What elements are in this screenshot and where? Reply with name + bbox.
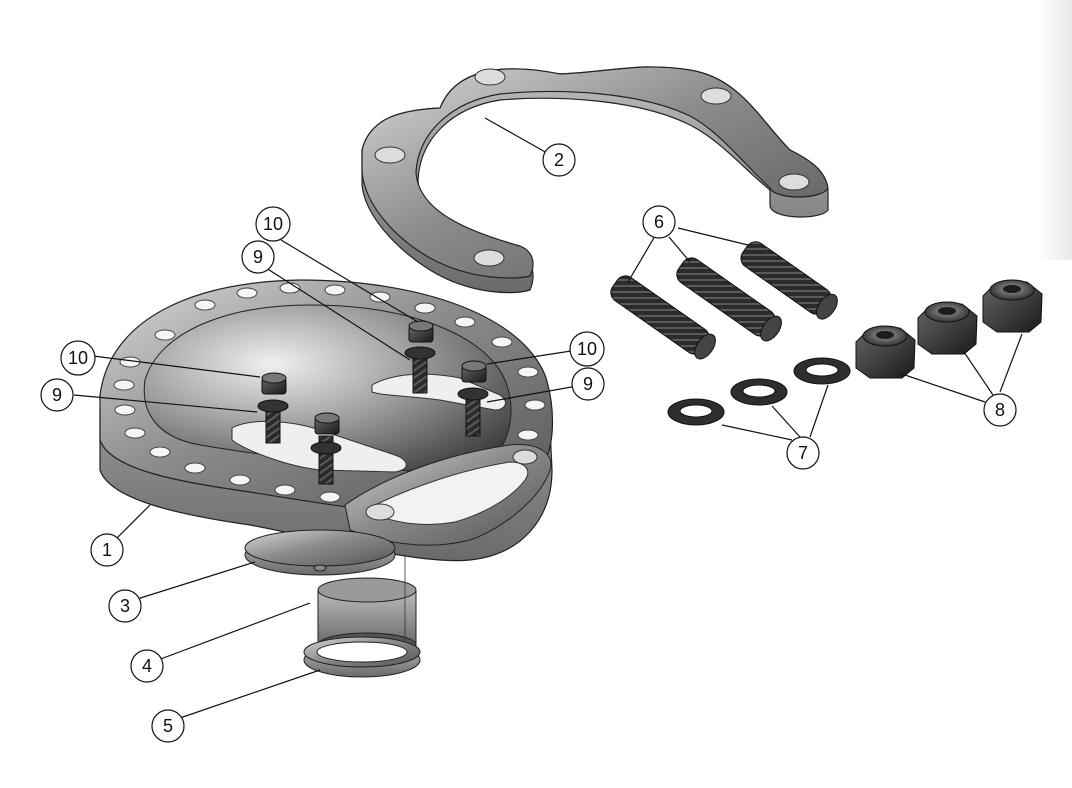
- svg-text:6: 6: [654, 212, 664, 232]
- balloon-9-left: 9: [40, 378, 74, 412]
- balloon-5: 5: [151, 709, 185, 743]
- svg-text:3: 3: [120, 596, 130, 616]
- svg-text:1: 1: [102, 540, 112, 560]
- svg-text:10: 10: [577, 339, 597, 359]
- balloon-3: 3: [108, 589, 142, 623]
- balloon-9-top: 9: [241, 240, 275, 274]
- svg-text:10: 10: [263, 214, 283, 234]
- part-6-threaded-studs: [610, 241, 838, 360]
- part-1-steering-hub-plate: [99, 279, 554, 562]
- part-8-lock-nuts: [855, 279, 1043, 379]
- balloon-1: 1: [90, 533, 124, 567]
- part-9-washers: [257, 346, 489, 455]
- part-10-cap-screws: [261, 320, 487, 485]
- svg-text:8: 8: [995, 400, 1005, 420]
- svg-text:9: 9: [583, 374, 593, 394]
- balloon-4: 4: [130, 649, 164, 683]
- svg-text:10: 10: [68, 348, 88, 368]
- svg-text:7: 7: [798, 443, 808, 463]
- svg-text:5: 5: [163, 716, 173, 736]
- balloon-2: 2: [542, 143, 576, 177]
- balloon-10-left: 10: [60, 340, 96, 376]
- leader-lines: [73, 117, 1023, 719]
- svg-text:9: 9: [52, 385, 62, 405]
- balloon-10-right: 10: [569, 331, 605, 367]
- part-5-spacer-ring: [303, 636, 421, 678]
- window-edge-shadow: [1038, 0, 1072, 260]
- screw-a: [261, 372, 287, 444]
- svg-text:2: 2: [554, 150, 564, 170]
- balloon-9-right: 9: [571, 367, 605, 401]
- balloon-8: 8: [983, 393, 1017, 427]
- screw-b: [408, 320, 434, 394]
- svg-text:4: 4: [142, 656, 152, 676]
- balloon-6: 6: [642, 205, 676, 239]
- part-2-clamp-ring: [361, 66, 829, 294]
- part-3-adapter-flange: [244, 529, 396, 576]
- part-7-flat-washers: [667, 357, 851, 426]
- svg-text:9: 9: [253, 247, 263, 267]
- balloon-7: 7: [786, 436, 820, 470]
- screw-c: [461, 360, 487, 437]
- balloon-10-top: 10: [255, 206, 291, 242]
